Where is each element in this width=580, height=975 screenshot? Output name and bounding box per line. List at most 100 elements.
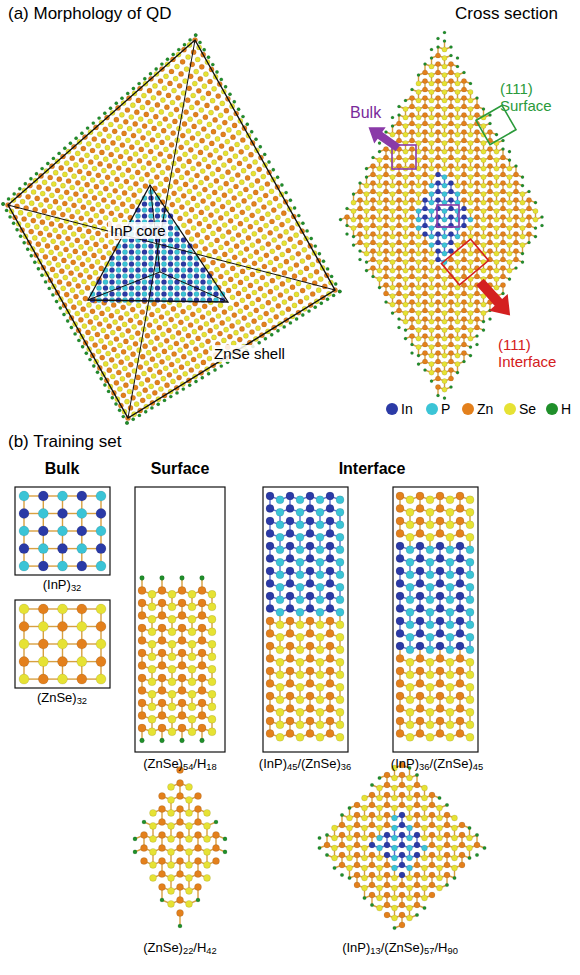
atom [252, 261, 257, 266]
atom [38, 231, 43, 236]
atom [99, 150, 104, 155]
atom [232, 313, 237, 318]
atom [40, 274, 43, 277]
atom [48, 175, 53, 180]
atom [164, 105, 169, 110]
atom [249, 329, 254, 334]
atom [203, 115, 208, 120]
atom [161, 279, 166, 284]
atom [144, 112, 149, 117]
atom [103, 127, 108, 132]
atom [90, 148, 95, 153]
atom [129, 145, 134, 150]
atom [13, 192, 16, 195]
atom [148, 213, 153, 218]
atom [189, 367, 194, 372]
atom [187, 255, 192, 260]
atom [129, 243, 134, 248]
atom [297, 214, 300, 217]
atom [155, 207, 160, 212]
atom [161, 128, 166, 133]
atom [111, 347, 116, 352]
atom [214, 208, 219, 213]
atom [114, 380, 119, 385]
atom [51, 181, 56, 186]
atom [166, 355, 171, 360]
atom [84, 240, 89, 245]
atom [163, 116, 168, 121]
atom [272, 168, 275, 171]
atom [274, 226, 279, 231]
atom [187, 267, 192, 272]
atom [258, 315, 263, 320]
atom [173, 76, 178, 81]
atom [51, 210, 56, 215]
atom [310, 291, 315, 296]
atom [116, 195, 121, 200]
atom [236, 232, 241, 237]
atom [165, 135, 170, 140]
atom [88, 189, 93, 194]
atom [277, 203, 282, 208]
atom [218, 185, 223, 190]
atom [240, 269, 245, 274]
atom [263, 193, 268, 198]
atom [204, 145, 209, 150]
atom [294, 262, 299, 267]
atom [169, 395, 172, 398]
atom [254, 308, 259, 313]
atom [196, 88, 201, 93]
atom [246, 206, 251, 211]
atom [142, 243, 147, 248]
atom [35, 172, 38, 175]
atom [254, 250, 259, 255]
atom [268, 260, 273, 265]
atom [198, 325, 203, 330]
atom [159, 140, 164, 145]
atom [256, 238, 261, 243]
atom [220, 234, 225, 239]
atom [220, 364, 223, 367]
atom [239, 149, 244, 154]
atom [82, 324, 87, 329]
atom [149, 72, 152, 75]
atom [148, 255, 153, 260]
atom [283, 325, 286, 328]
atom [225, 170, 230, 175]
atom [269, 189, 274, 194]
atom [94, 155, 99, 160]
atom [40, 220, 45, 225]
atom [101, 138, 106, 143]
atom [109, 261, 114, 266]
atom [195, 100, 200, 105]
atom [182, 387, 185, 390]
atom [194, 267, 199, 272]
atom [231, 165, 236, 170]
atom [263, 153, 266, 156]
atom [188, 38, 191, 41]
atom [243, 187, 248, 192]
atom [199, 64, 204, 69]
atom [204, 321, 209, 326]
atom [210, 98, 215, 103]
atom [23, 241, 26, 244]
atom [314, 269, 319, 274]
atom [272, 237, 277, 242]
atom [138, 365, 143, 370]
atom [320, 302, 323, 305]
atom [158, 151, 163, 156]
atom [268, 230, 273, 235]
atom [216, 313, 221, 318]
atom [147, 367, 152, 372]
atom [322, 260, 325, 263]
atom [270, 249, 275, 254]
atom [79, 158, 84, 163]
atom [271, 208, 276, 213]
atom [109, 291, 114, 296]
atom [224, 211, 229, 216]
atom [247, 164, 252, 169]
atom [182, 326, 187, 331]
atom [330, 275, 333, 278]
atom [43, 254, 48, 259]
atom [188, 147, 193, 152]
